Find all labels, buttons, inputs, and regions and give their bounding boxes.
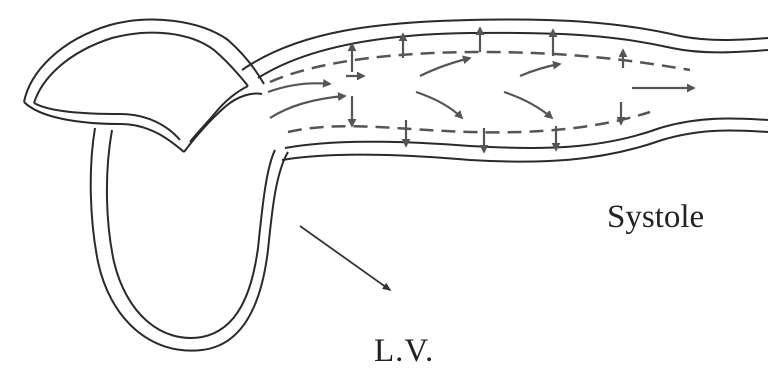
flow-arrow (520, 64, 560, 76)
left-ventricle-wall (91, 128, 288, 351)
flow-arrow (504, 92, 552, 118)
flow-arrow (268, 83, 330, 92)
lv-label: L.V. (374, 333, 434, 370)
flow-arrows (268, 58, 694, 118)
systole-label: Systole (607, 199, 704, 236)
valve-leaflet (24, 20, 264, 152)
vortex-boundary (270, 52, 690, 132)
flow-arrow (420, 58, 470, 76)
flow-arrow (416, 92, 462, 118)
flow-arrow (270, 96, 345, 118)
aorta-wall (242, 20, 768, 162)
lv-pointer-arrow (300, 226, 390, 290)
